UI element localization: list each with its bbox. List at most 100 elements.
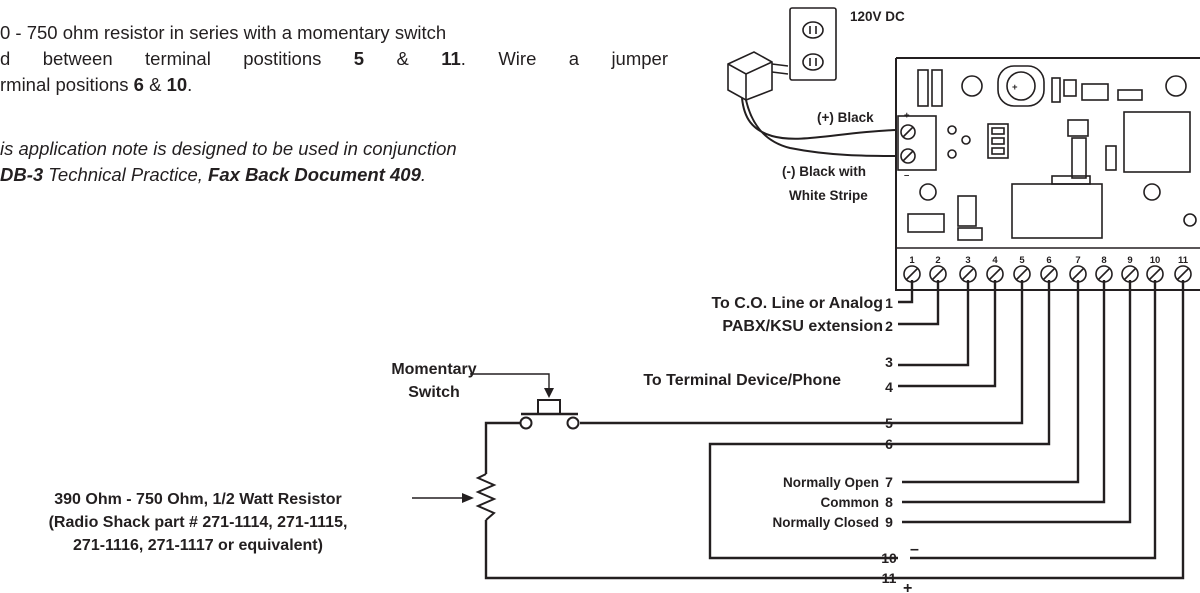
intro-line-1: 0 - 750 ohm resistor in series with a mo… <box>0 20 668 46</box>
component <box>1071 137 1087 179</box>
common-label: Common <box>821 495 880 510</box>
wall-outlet <box>789 7 837 81</box>
screw-slot <box>1123 267 1137 281</box>
wire-number: 3 <box>885 354 893 370</box>
mounting-hole <box>919 183 937 201</box>
adapter-body <box>727 51 773 101</box>
intro-paragraph: 0 - 750 ohm resistor in series with a mo… <box>0 20 668 98</box>
component <box>947 149 957 159</box>
switch-label-2: Switch <box>408 384 460 401</box>
terminal-number: 6 <box>1046 255 1051 266</box>
terminal-number: 9 <box>1127 255 1132 266</box>
momentary-switch-symbol <box>470 373 580 430</box>
pos-lead-label: (+) Black <box>817 110 874 125</box>
note-text: . <box>420 164 427 185</box>
wire-number: 1 <box>885 295 893 311</box>
component <box>1117 89 1143 101</box>
component <box>1051 175 1091 185</box>
component <box>931 69 943 107</box>
intro-line-2: d between terminal postitions 5 & 11. Wi… <box>0 46 668 72</box>
outlet-socket <box>802 21 824 39</box>
screw-slot <box>931 267 945 281</box>
dip-lever <box>991 137 1005 145</box>
relay <box>1123 111 1191 173</box>
screw-slot <box>1071 267 1085 281</box>
note-line-2: DB-3 Technical Practice, Fax Back Docume… <box>0 162 668 188</box>
intro-text: & <box>364 48 442 69</box>
power-cord-pos <box>741 97 897 140</box>
intro-text: & <box>143 74 167 95</box>
normally-closed-label: Normally Closed <box>772 515 879 530</box>
note-text: is application note is designed to be us… <box>0 138 457 159</box>
minus-polarity-mark: – <box>910 541 919 558</box>
dip-switch <box>987 123 1009 159</box>
application-note: is application note is designed to be us… <box>0 136 668 188</box>
intro-line-3: rminal positions 6 & 10. <box>0 72 668 98</box>
screw-slot <box>1015 267 1029 281</box>
terminal-number: 7 <box>1075 255 1080 266</box>
terminal-number: 5 <box>1019 255 1025 266</box>
switch-arrowhead <box>544 388 554 398</box>
power-terminal-screw <box>900 124 916 140</box>
doc-name: DB-3 <box>0 164 44 185</box>
terminal-ref: 11 <box>441 48 461 69</box>
power-label: 120V DC <box>850 9 905 24</box>
resistor-arrowhead <box>462 493 474 503</box>
screw-slot <box>902 150 914 162</box>
wire-4 <box>898 280 997 388</box>
switch-button <box>537 399 561 415</box>
note-line-1: is application note is designed to be us… <box>0 136 668 162</box>
plus-polarity-mark: + <box>903 580 912 593</box>
resistor-label-2: (Radio Shack part # 271-1114, 271-1115, <box>49 514 348 531</box>
component <box>947 125 957 135</box>
screw-slot <box>1148 267 1162 281</box>
terminal-number: 11 <box>1178 255 1189 266</box>
component <box>961 75 983 97</box>
intro-text: . <box>187 74 193 95</box>
component <box>1063 79 1077 97</box>
wire-harness <box>484 280 1185 580</box>
power-cord-neg <box>745 99 897 157</box>
resistor-zigzag <box>475 473 497 521</box>
normally-open-label: Normally Open <box>783 475 879 490</box>
component <box>907 213 945 233</box>
component <box>961 135 971 145</box>
terminal-number: 10 <box>1150 255 1161 266</box>
wire-8 <box>902 280 1106 504</box>
wire-3 <box>898 280 970 367</box>
terminal-number: 8 <box>1101 255 1106 266</box>
wire-number: 6 <box>885 436 893 452</box>
neg-lead-label-1: (-) Black with <box>782 164 866 179</box>
terminal-number: 4 <box>992 255 998 266</box>
battery <box>997 65 1045 107</box>
terminal-number: 1 <box>909 255 915 266</box>
co-line-label-2: PABX/KSU extension <box>722 318 883 335</box>
wire-number: 9 <box>885 514 893 530</box>
board-outline <box>895 57 1200 291</box>
terminal-ref: 6 <box>133 74 144 95</box>
wire-10 <box>910 280 1157 560</box>
screw-slot <box>905 267 919 281</box>
screw-slot <box>902 126 914 138</box>
screw-slot <box>1176 267 1190 281</box>
component <box>1051 77 1061 103</box>
switch-pointer <box>470 373 550 396</box>
transformer <box>1011 183 1103 239</box>
power-adapter <box>727 51 897 157</box>
component <box>917 69 929 107</box>
screw-slot <box>1042 267 1056 281</box>
screw-slot <box>1097 267 1111 281</box>
dip-lever <box>991 127 1005 135</box>
wire-number: 8 <box>885 494 893 510</box>
wire-7 <box>902 280 1080 484</box>
screw-slot <box>988 267 1002 281</box>
terminal-number: 2 <box>935 255 940 266</box>
intro-text: 0 - 750 ohm resistor in series with a mo… <box>0 22 447 43</box>
wire-9 <box>902 280 1132 524</box>
led <box>1183 213 1197 227</box>
outlet-plate <box>789 7 837 81</box>
outlet-socket <box>802 53 824 71</box>
wire-1 <box>898 280 914 304</box>
